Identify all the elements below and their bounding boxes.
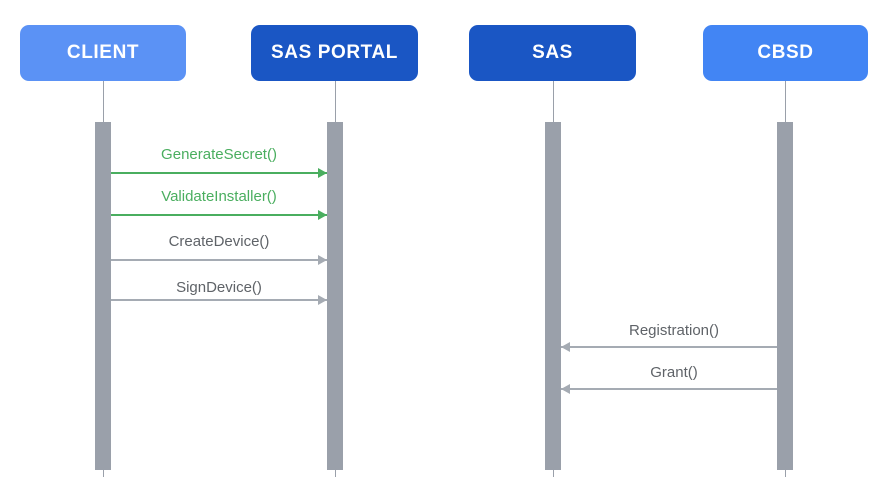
activation-bar-sas-portal: [327, 122, 343, 470]
activation-bar-sas: [545, 122, 561, 470]
message-line-4: [561, 346, 777, 348]
activation-bar-client: [95, 122, 111, 470]
message-label-1: ValidateInstaller(): [161, 188, 277, 205]
participant-box-cbsd[interactable]: CBSD: [703, 25, 868, 81]
message-label-4: Registration(): [628, 322, 720, 339]
participant-label-client: CLIENT: [66, 42, 140, 63]
participant-label-sas: SAS: [532, 42, 573, 63]
message-label-5: Grant(): [650, 364, 698, 381]
arrow-head-left-icon: [561, 384, 570, 394]
message-label-0: GenerateSecret(): [161, 146, 277, 163]
arrow-head-right-icon: [318, 168, 327, 178]
arrow-head-left-icon: [561, 342, 570, 352]
message-line-3: [111, 299, 327, 301]
arrow-head-right-icon: [318, 295, 327, 305]
arrow-head-right-icon: [318, 210, 327, 220]
participant-box-sas[interactable]: SAS: [469, 25, 636, 81]
message-label-2: CreateDevice(): [168, 233, 270, 250]
message-label-3: SignDevice(): [176, 279, 262, 296]
participant-label-cbsd: CBSD: [757, 42, 814, 63]
participant-label-sas-portal: SAS PORTAL: [270, 42, 399, 63]
participant-box-client[interactable]: CLIENT: [20, 25, 186, 81]
message-line-5: [561, 388, 777, 390]
participant-box-sas-portal[interactable]: SAS PORTAL: [251, 25, 418, 81]
message-line-2: [111, 259, 327, 261]
message-line-0: [111, 172, 327, 174]
message-line-1: [111, 214, 327, 216]
activation-bar-cbsd: [777, 122, 793, 470]
arrow-head-right-icon: [318, 255, 327, 265]
